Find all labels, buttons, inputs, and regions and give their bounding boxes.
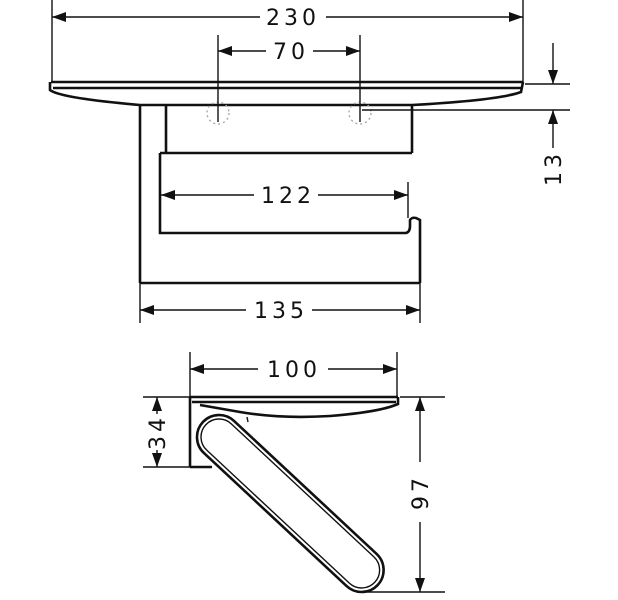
dimension-135: 135: [139, 283, 421, 324]
dimension-122: 122: [161, 182, 409, 218]
dimension-230: 230: [51, 0, 524, 82]
dimension-70: 70: [217, 35, 361, 122]
roll-holder-bar: [158, 153, 422, 283]
wall-plate: [138, 105, 420, 285]
side-arm: [195, 413, 385, 594]
dimension-100: 100: [189, 352, 398, 397]
dim-label-230: 230: [266, 6, 320, 31]
side-shelf: [190, 395, 400, 419]
dim-label-135: 135: [254, 299, 308, 324]
dimension-34: 34: [143, 396, 190, 468]
dim-label-100: 100: [267, 358, 321, 383]
dimension-97: 97: [360, 396, 445, 593]
dim-label-97: 97: [409, 474, 434, 510]
top-view: 230 70 13 122: [48, 0, 570, 324]
dim-label-122: 122: [261, 184, 315, 209]
dim-label-70: 70: [273, 40, 309, 65]
dim-label-13: 13: [542, 150, 567, 186]
shelf: [48, 80, 525, 107]
dimension-13: 13: [362, 43, 570, 186]
side-view: 100 34 97: [143, 352, 445, 594]
side-wall-plate: [188, 397, 249, 469]
dim-label-34: 34: [146, 414, 171, 450]
